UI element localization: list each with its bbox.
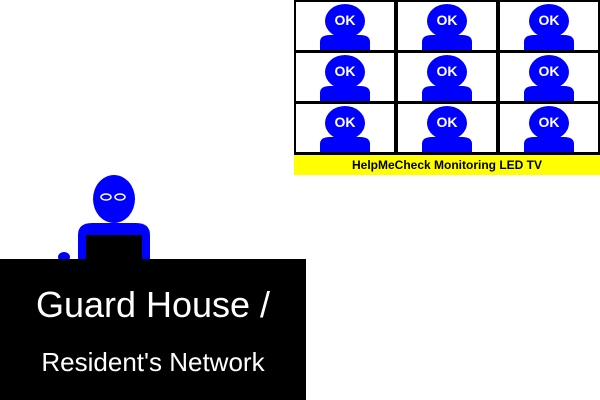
guard-figure [56,175,156,265]
resident-tile: OK [398,2,496,50]
desk-subtitle: Resident's Network [41,347,265,377]
status-label: OK [538,114,560,130]
resident-tile: OK [500,2,598,50]
status-label: OK [436,114,458,130]
guard-desk: Guard House / Resident's Network [0,259,306,400]
resident-person-icon [320,4,370,50]
tv-screen: OK OK OK OK [294,0,600,155]
status-label: OK [538,12,560,28]
status-label: OK [334,12,356,28]
resident-person-icon [422,106,472,152]
resident-person-icon [524,4,574,50]
resident-person-icon [524,106,574,152]
resident-tile: OK [398,104,496,152]
status-label: OK [334,63,356,79]
status-label: OK [436,63,458,79]
status-label: OK [334,114,356,130]
resident-person-icon [524,55,574,101]
resident-person-icon [320,55,370,101]
resident-person-icon [422,4,472,50]
resident-tile: OK [500,53,598,101]
desk-title: Guard House / [35,284,271,325]
resident-tile: OK [296,104,394,152]
resident-tile: OK [296,2,394,50]
resident-person-icon [422,55,472,101]
resident-person-icon [320,106,370,152]
resident-tile: OK [398,53,496,101]
monitoring-tv: OK OK OK OK [294,0,600,175]
tv-caption: HelpMeCheck Monitoring LED TV [294,155,600,175]
resident-tile: OK [500,104,598,152]
guard-person-icon [58,175,150,265]
resident-tile: OK [296,53,394,101]
status-label: OK [538,63,560,79]
status-label: OK [436,12,458,28]
